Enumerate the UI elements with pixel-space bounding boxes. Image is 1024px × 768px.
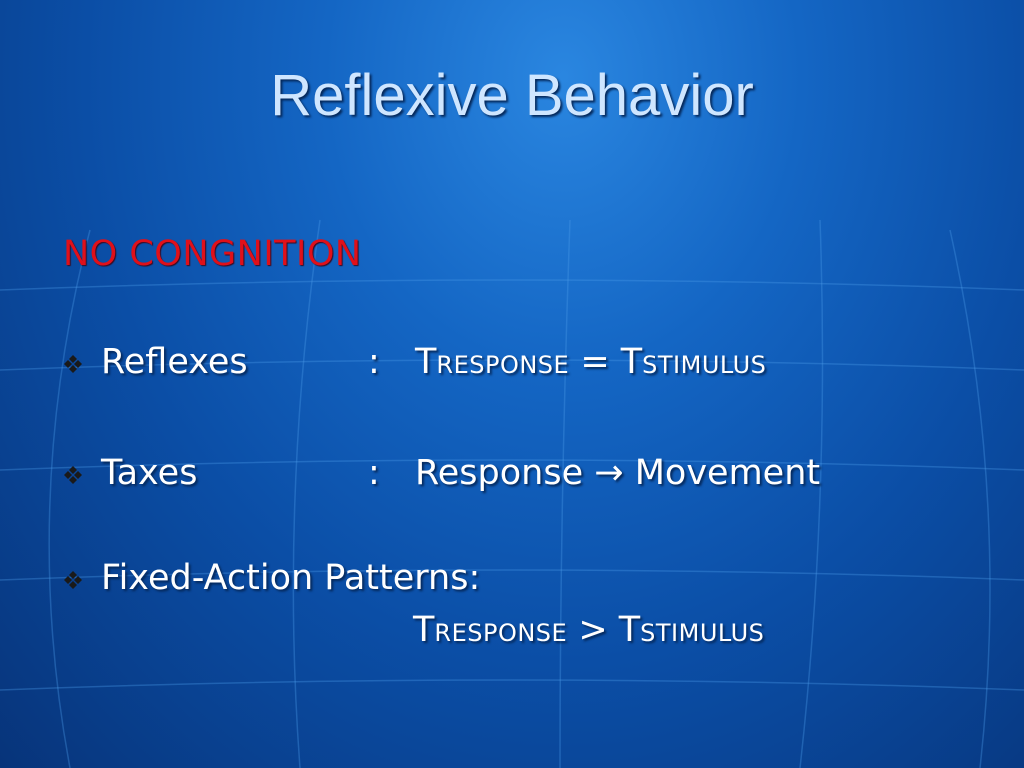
formula-sub-stimulus: STIMULUS [642,351,767,379]
formula-sub-stimulus: STIMULUS [640,619,765,647]
fixed-action-formula: TRESPONSE > TSTIMULUS [413,610,764,650]
formula-t2: T [618,610,641,650]
formula-t2: T [620,342,643,382]
taxes-formula: Response → Movement [415,453,820,493]
formula-t1: T [413,610,435,650]
formula-t1: T [415,342,437,382]
formula-sub-response: RESPONSE [436,351,570,379]
slide-title: Reflexive Behavior [270,63,754,128]
formula-sub-response: RESPONSE [434,619,568,647]
item-label: Taxes [101,453,198,493]
slide-subtitle: NO CONGNITION [63,234,362,274]
arrow-right-icon: → [594,453,624,493]
diamond-cluster-icon [64,571,82,589]
formula-operator: = [569,342,621,382]
item-label: Fixed-Action Patterns: [101,558,481,598]
item-label: Reflexes [101,342,248,382]
formula-left: Response [415,453,584,493]
formula-right: Movement [634,453,821,493]
reflexes-formula: TRESPONSE = TSTIMULUS [415,342,766,382]
diamond-cluster-icon [64,355,82,373]
formula-operator: > [567,610,619,650]
diamond-cluster-icon [64,466,82,484]
item-colon: : [368,453,380,493]
item-colon: : [368,342,380,382]
